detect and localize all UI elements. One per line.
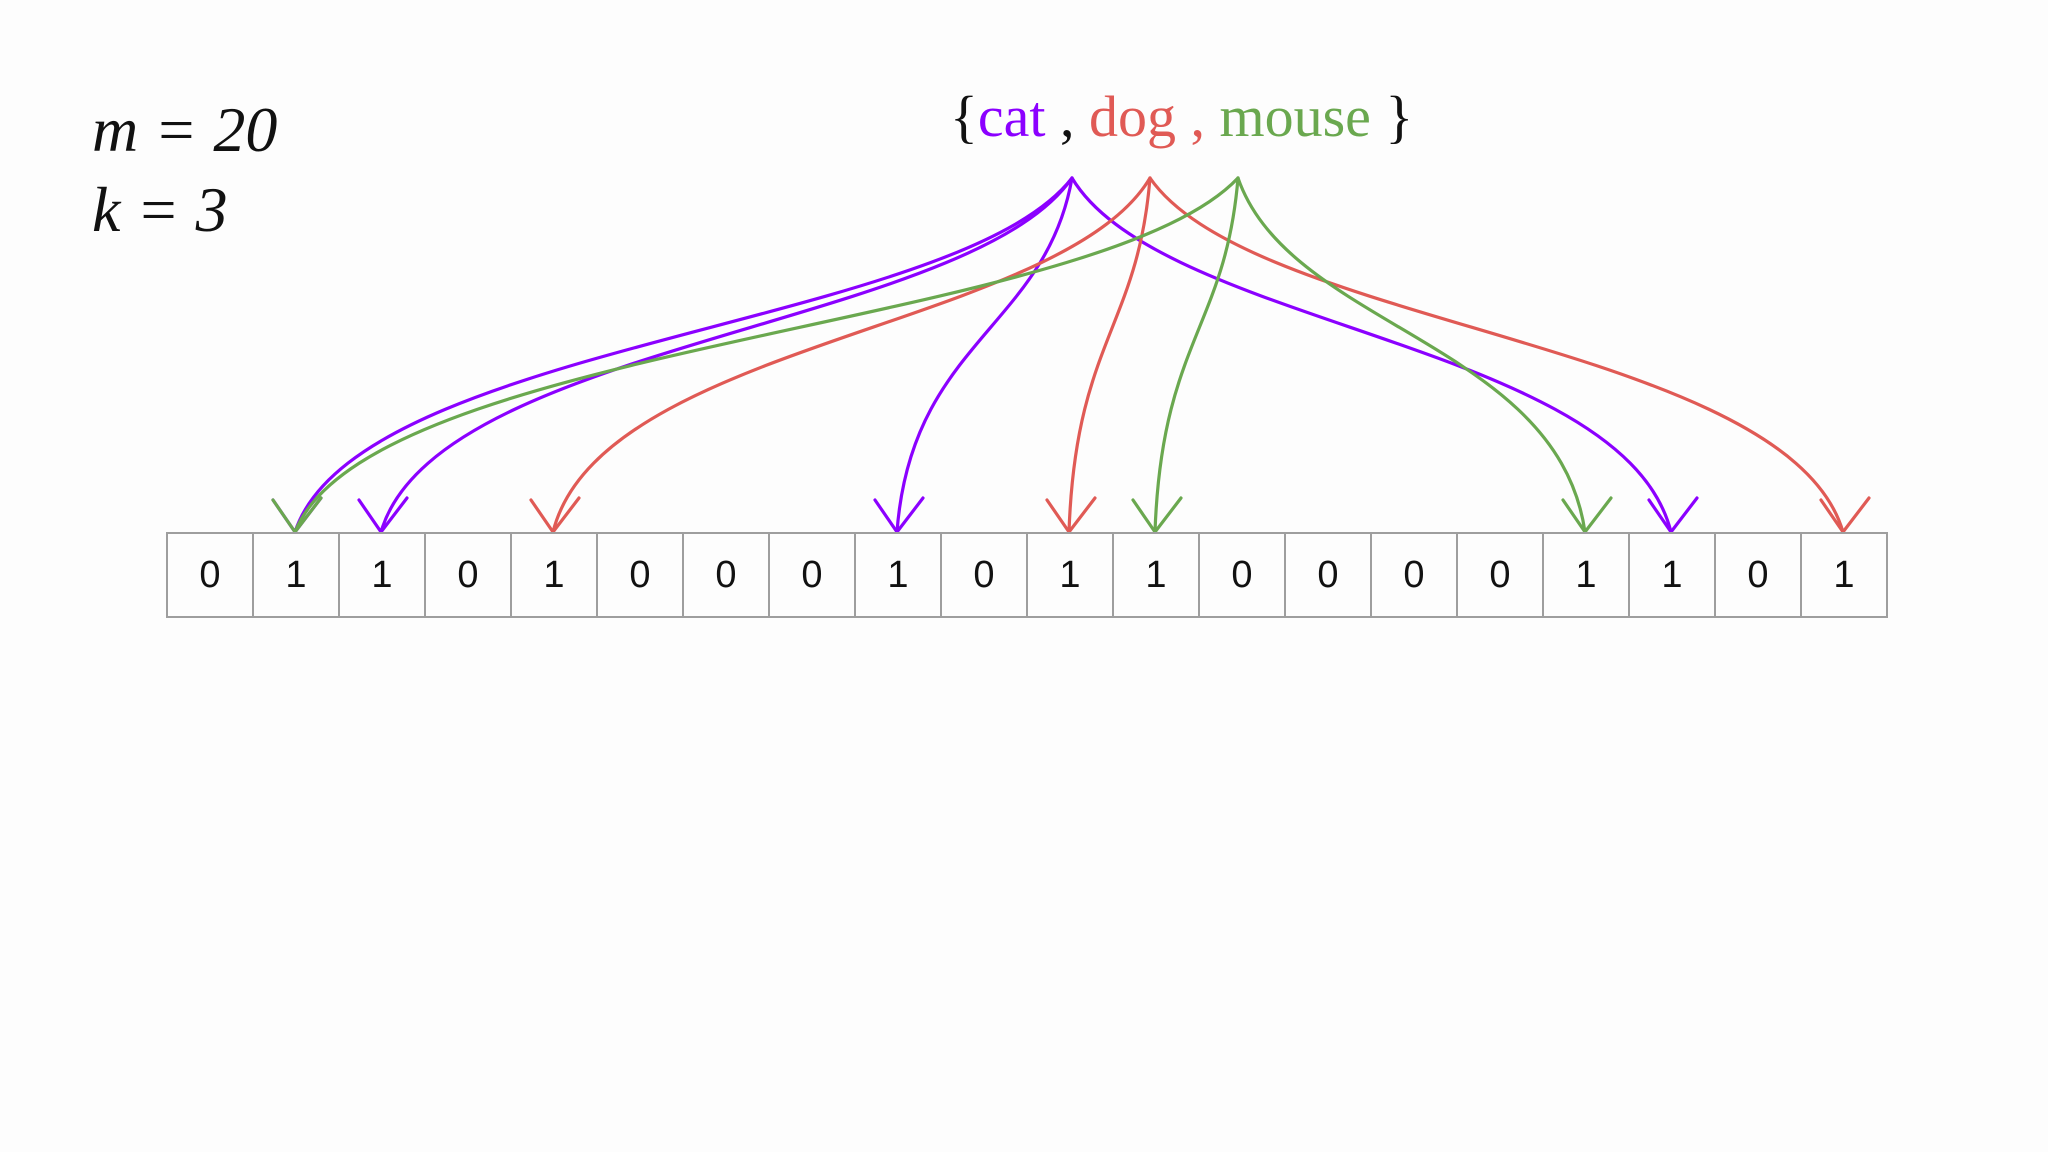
- hash-arrow-dog: [551, 176, 1152, 534]
- hash-arrow-mouse: [293, 176, 1240, 534]
- set-item-dog: dog: [1088, 84, 1176, 149]
- bit-cell: 0: [1458, 534, 1544, 616]
- bit-cell: 0: [168, 534, 254, 616]
- arrowhead-dog: [1819, 496, 1871, 534]
- bit-cell: 1: [1544, 534, 1630, 616]
- bit-cell: 1: [1630, 534, 1716, 616]
- hash-arrow-cat: [379, 176, 1074, 534]
- bit-cell: 0: [598, 534, 684, 616]
- bit-cell: 0: [942, 534, 1028, 616]
- set-item-cat: cat: [977, 84, 1046, 149]
- close-brace: }: [1370, 84, 1414, 149]
- arrowhead-mouse: [1561, 496, 1613, 534]
- bit-cell: 0: [684, 534, 770, 616]
- bit-cell: 1: [856, 534, 942, 616]
- bit-cell: 1: [1114, 534, 1200, 616]
- bit-cell: 0: [770, 534, 856, 616]
- hash-arrow-mouse: [1153, 176, 1240, 534]
- bit-cell: 0: [1716, 534, 1802, 616]
- bit-cell: 1: [254, 534, 340, 616]
- set-separator: ,: [1175, 84, 1220, 149]
- bit-cell: 1: [512, 534, 598, 616]
- arrowhead-cat: [357, 496, 409, 534]
- bit-cell: 1: [340, 534, 426, 616]
- bit-cell: 0: [1200, 534, 1286, 616]
- bit-cell: 1: [1802, 534, 1888, 616]
- element-set: {cat , dog , mouse }: [950, 82, 1413, 152]
- hash-arrow-mouse: [1236, 176, 1587, 534]
- hash-arrow-dog: [1148, 176, 1845, 534]
- hash-arrow-cat: [1070, 176, 1673, 534]
- parameters: m = 20 k = 3: [92, 90, 277, 250]
- bit-cell: 0: [1286, 534, 1372, 616]
- set-separator: ,: [1045, 84, 1089, 149]
- arrowhead-cat: [1647, 496, 1699, 534]
- bit-cell: 1: [1028, 534, 1114, 616]
- k-parameter: k = 3: [92, 174, 228, 245]
- hash-arrow-dog: [1067, 176, 1152, 534]
- bit-cell: 0: [426, 534, 512, 616]
- bit-cell: 0: [1372, 534, 1458, 616]
- arrowhead-dog: [529, 496, 581, 534]
- open-brace: {: [950, 84, 978, 149]
- m-parameter: m = 20: [92, 94, 278, 165]
- hash-arrow-cat: [293, 176, 1074, 534]
- hash-arrow-cat: [895, 176, 1074, 534]
- set-item-mouse: mouse: [1219, 84, 1371, 149]
